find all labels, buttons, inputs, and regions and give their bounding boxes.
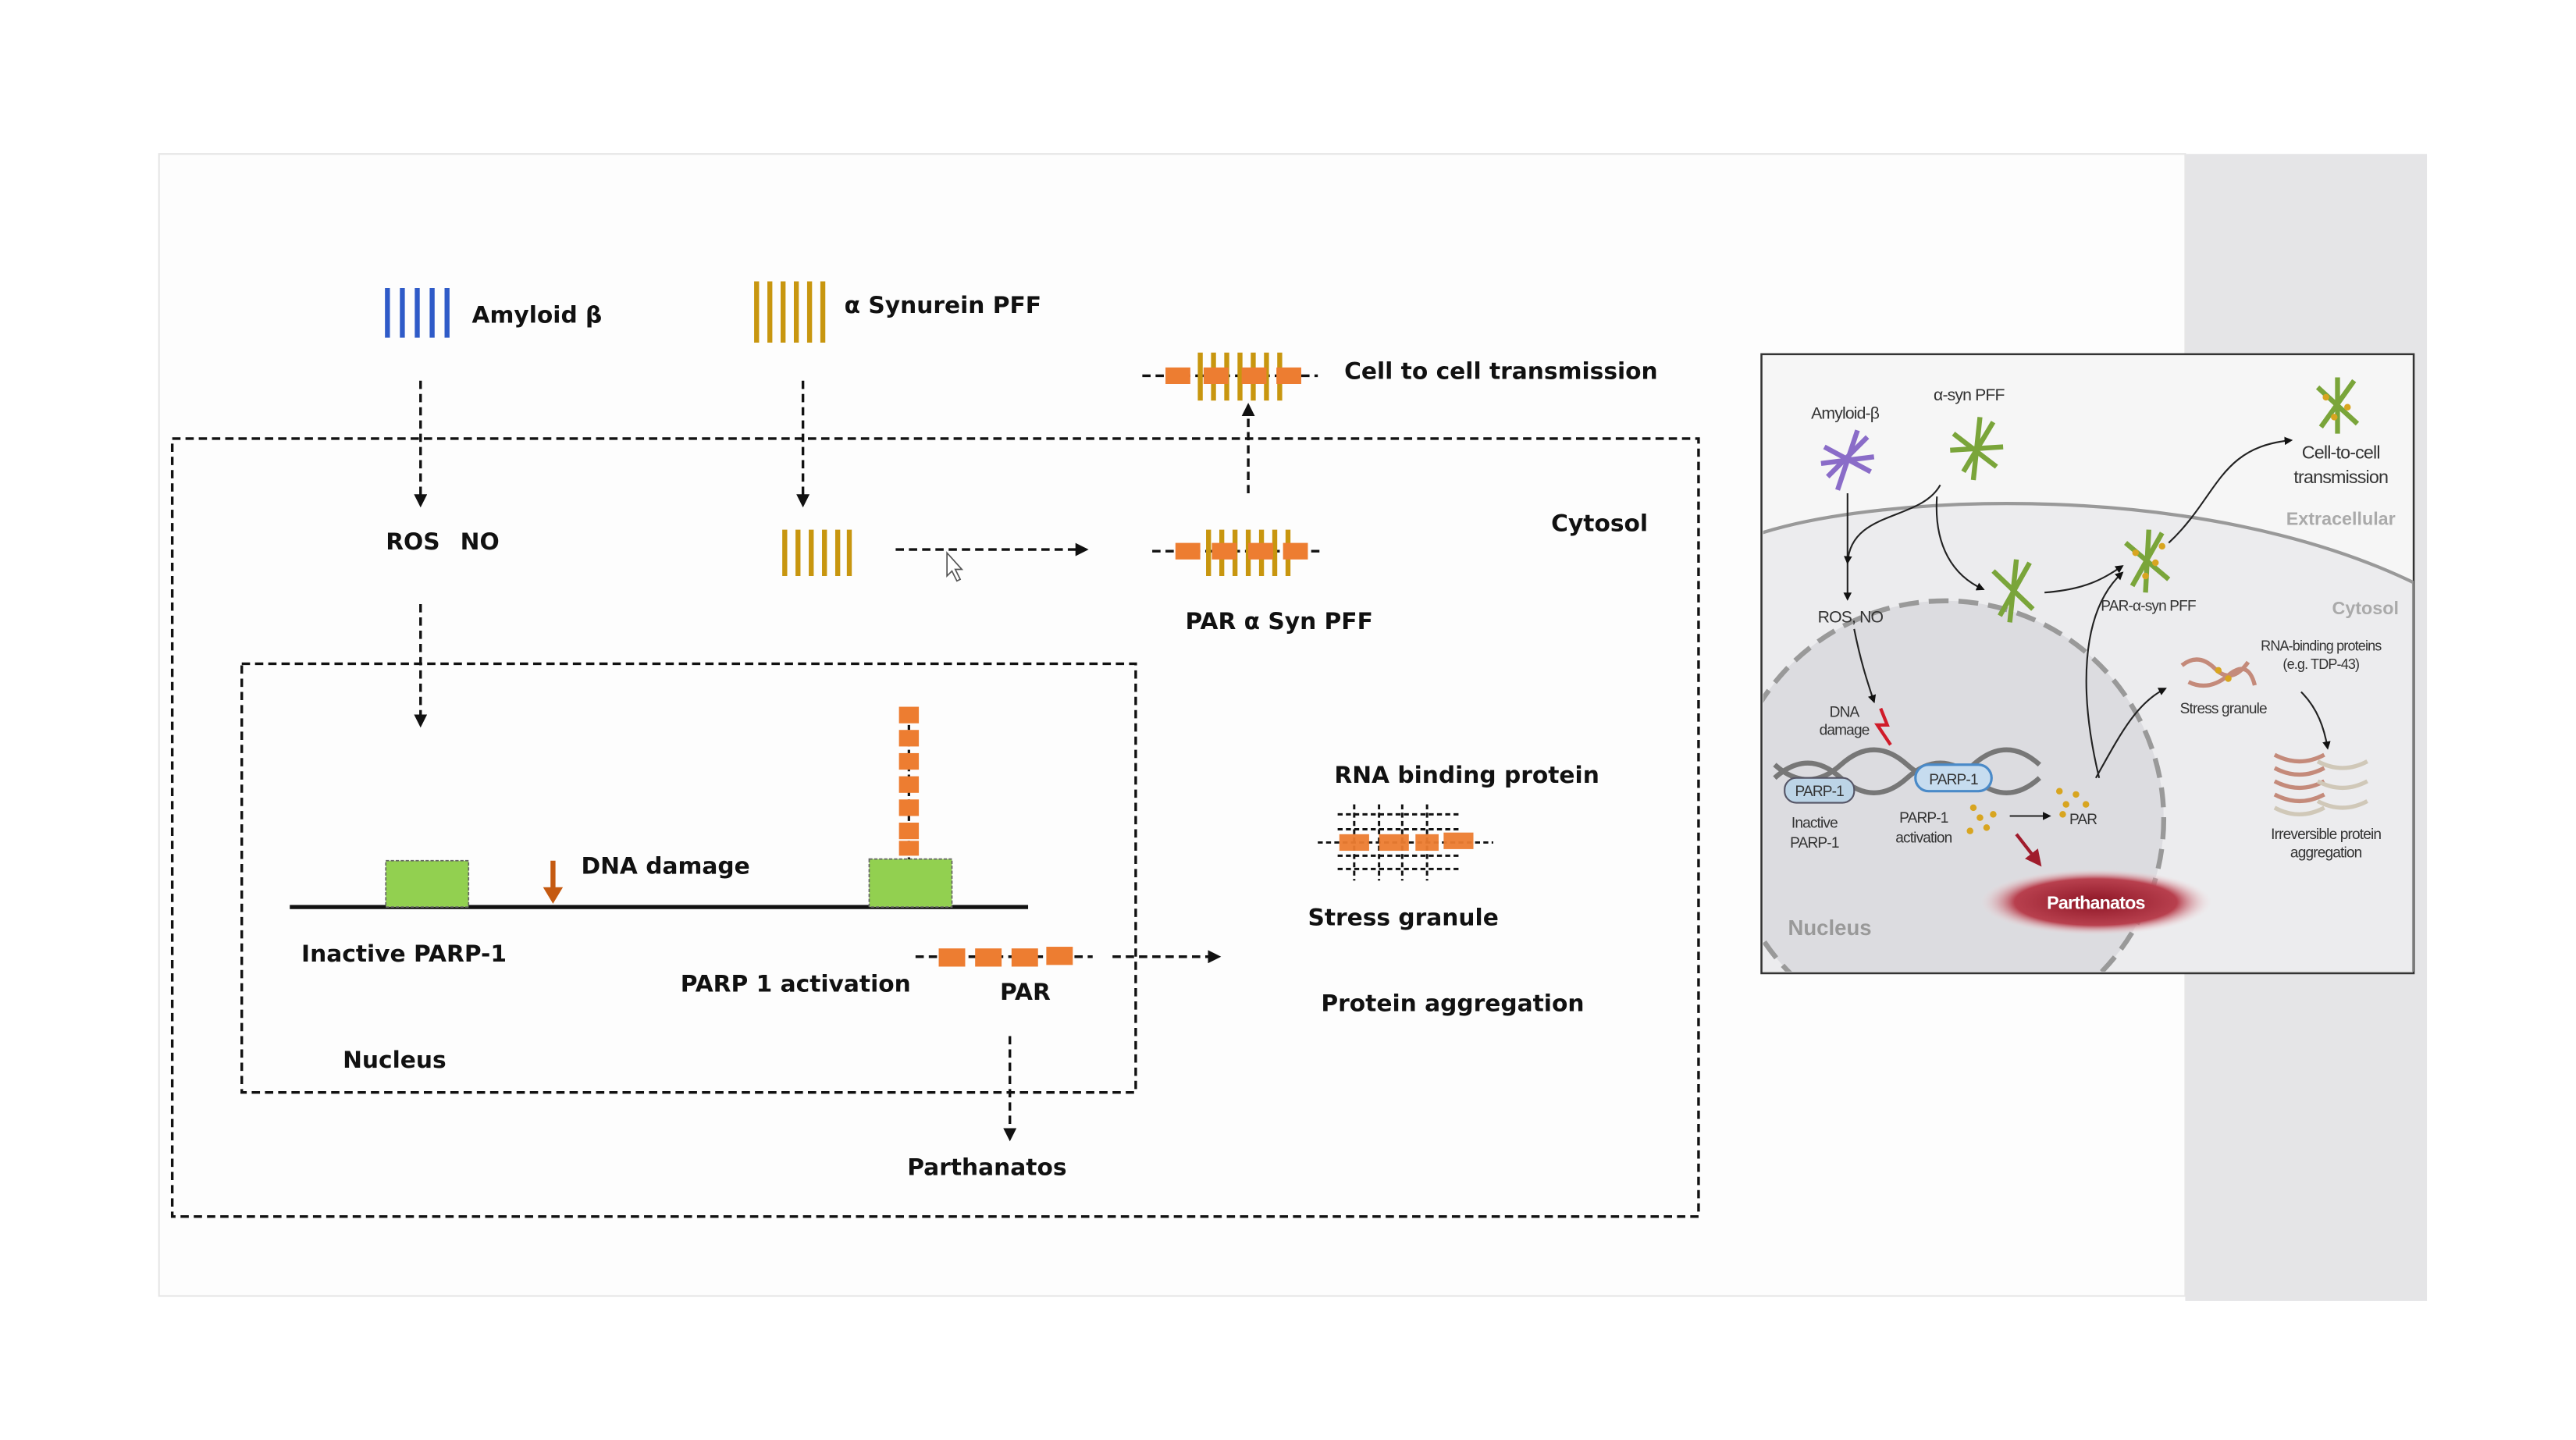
arrow-to-transmission bbox=[2168, 436, 2293, 544]
parthanatos-ellipse bbox=[1980, 869, 2212, 936]
ref-label-nucleus: Nucleus bbox=[1788, 916, 1871, 940]
arrow-granule-to-aggregation bbox=[2300, 691, 2331, 750]
par-chain-icon bbox=[898, 706, 920, 859]
label-cell-to-cell: Cell to cell transmission bbox=[1344, 357, 1658, 385]
stress-granule-glyph-icon bbox=[2180, 657, 2258, 688]
par-alpha-syn-icon bbox=[2124, 529, 2171, 593]
amyloid-beta-fibril-icon bbox=[385, 288, 450, 338]
label-parthanatos: Parthanatos bbox=[907, 1154, 1066, 1181]
ref-label-irreversible: Irreversible protein bbox=[2271, 827, 2381, 843]
label-par-alpha-syn-pff: PAR α Syn PFF bbox=[1186, 607, 1373, 635]
label-cytosol: Cytosol bbox=[1551, 510, 1648, 537]
active-parp1-badge bbox=[1914, 763, 1993, 793]
ref-label-cell-to-cell: Cell-to-cell bbox=[2302, 442, 2380, 462]
ref-label-par: PAR bbox=[2069, 812, 2097, 828]
free-par-chain-icon bbox=[915, 947, 1093, 967]
arrow-syn-to-ros bbox=[1844, 484, 1941, 565]
arrow-to-par-syn bbox=[2044, 565, 2124, 594]
label-dna-damage: DNA damage bbox=[581, 852, 749, 880]
ref-label-amyloid-beta: Amyloid-β bbox=[1811, 405, 1880, 423]
arrow-ros-to-dna bbox=[1853, 628, 1877, 704]
arrow-syn-to-cytosol bbox=[1935, 496, 1985, 591]
cytosolic-synuclein-fibril-icon bbox=[782, 529, 852, 576]
cytosol-boundary bbox=[170, 437, 1700, 1218]
ref-label-dna: DNA bbox=[1830, 704, 1860, 720]
active-parp1-block bbox=[868, 858, 953, 908]
ref-label-ros-no: ROS, NO bbox=[1818, 608, 1884, 626]
inactive-parp1-badge bbox=[1784, 777, 1856, 804]
ref-label-cytosol: Cytosol bbox=[2332, 598, 2398, 618]
inactive-parp1-block bbox=[385, 859, 470, 908]
transmitted-aggregate-icon bbox=[2315, 377, 2360, 434]
label-rna-binding-protein: RNA binding protein bbox=[1334, 761, 1599, 788]
ref-label-par-alpha-syn-pff: PAR-α-syn PFF bbox=[2101, 599, 2196, 615]
label-no: NO bbox=[461, 528, 500, 555]
ref-label-parthanatos: Parthanatos bbox=[2047, 892, 2145, 912]
ref-label-stress-granule: Stress granule bbox=[2180, 701, 2267, 717]
protein-aggregate-glyph-icon bbox=[2273, 752, 2368, 816]
label-amyloid-beta: Amyloid β bbox=[472, 301, 603, 329]
nucleus-boundary bbox=[240, 662, 1137, 1094]
alpha-synuclein-fibril-icon bbox=[754, 281, 826, 343]
label-nucleus: Nucleus bbox=[343, 1046, 447, 1073]
reference-figure: Amyloid-β α-syn PFF Cell-to-cell transmi… bbox=[1760, 353, 2415, 975]
alpha-syn-aggregate-icon bbox=[1950, 417, 2004, 481]
par-polymer-icon bbox=[1966, 788, 2090, 834]
mouse-cursor-icon bbox=[946, 551, 964, 582]
label-stress-granule: Stress granule bbox=[1308, 903, 1498, 930]
ref-label-rna-binding-1: RNA-binding proteins bbox=[2261, 638, 2382, 653]
ref-label-extracellular: Extracellular bbox=[2286, 508, 2396, 528]
ref-label-transmission: transmission bbox=[2293, 467, 2388, 487]
transmitted-par-fibril-icon bbox=[1142, 352, 1318, 401]
ref-label-activation-parp1: PARP-1 bbox=[1899, 810, 1948, 827]
amyloid-beta-aggregate-icon bbox=[1820, 429, 1875, 491]
ref-label-activation: activation bbox=[1895, 830, 1952, 846]
ref-label-inactive: Inactive bbox=[1791, 815, 1838, 831]
dna-damage-arrow-icon bbox=[543, 860, 564, 904]
ref-label-alpha-syn-pff: α-syn PFF bbox=[1934, 386, 2005, 404]
label-protein-aggregation: Protein aggregation bbox=[1321, 990, 1584, 1017]
label-ros: ROS bbox=[386, 528, 439, 555]
label-inactive-parp1: Inactive PARP-1 bbox=[301, 940, 507, 967]
ref-label-damage: damage bbox=[1820, 723, 1870, 739]
arrow-par-to-granule bbox=[2094, 688, 2167, 779]
label-par: PAR bbox=[1000, 978, 1051, 1005]
arrow-par-to-syn bbox=[2085, 571, 2124, 778]
stress-granule-icon bbox=[1318, 804, 1493, 881]
dna-damage-bolt-icon bbox=[1874, 707, 1892, 746]
ref-label-rna-binding-2: (e.g. TDP-43) bbox=[2282, 656, 2359, 672]
par-alpha-syn-fibril-icon bbox=[1152, 529, 1325, 576]
label-parp1-activation: PARP 1 activation bbox=[681, 969, 911, 997]
arrow-to-parthanatos bbox=[2015, 833, 2042, 867]
ref-label-parp1-inactive-badge: PARP-1 bbox=[1795, 784, 1845, 800]
ref-label-inactive-parp1: PARP-1 bbox=[1790, 835, 1839, 852]
cytosolic-alpha-syn-icon bbox=[1991, 559, 2035, 623]
ref-label-parp1-active-badge: PARP-1 bbox=[1929, 772, 1978, 788]
label-alpha-synuclein-pff: α Synurein PFF bbox=[845, 291, 1041, 318]
ref-label-aggregation: aggregation bbox=[2290, 845, 2362, 862]
